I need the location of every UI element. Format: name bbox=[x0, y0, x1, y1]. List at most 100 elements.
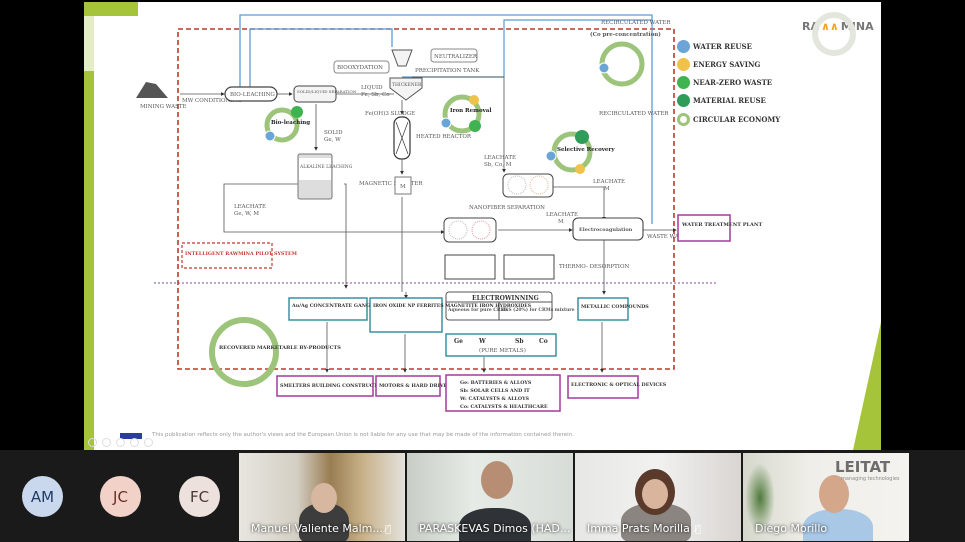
participant-name: Diego Morillo bbox=[755, 522, 828, 535]
eu-flag-icon bbox=[120, 433, 142, 439]
auag-concentrate-box bbox=[288, 297, 368, 321]
leachate-m-label-1: LEACHATE bbox=[593, 179, 625, 185]
participant-name: PARASKEVAS Dimos (HAD... bbox=[419, 522, 571, 535]
mw-conditioning-label: MW CONDITIONING bbox=[182, 98, 242, 104]
sludge-label: Fe(OH)3 SLUDGE bbox=[365, 110, 415, 117]
thermo-unit-left bbox=[444, 254, 496, 280]
liquid-metals-label: Fe, Sb, Co bbox=[361, 92, 390, 98]
selective-cycle-label: Selective Recovery bbox=[557, 147, 615, 153]
leitat-logo: LEITAT bbox=[835, 458, 891, 476]
video-tile-manuel[interactable]: Manuel Valiente Malm... 🎙̸ bbox=[239, 453, 405, 541]
leachate-m-label-2: LEACHATE bbox=[546, 212, 578, 218]
material-reuse-icon bbox=[677, 94, 690, 107]
pilot-system-box bbox=[181, 242, 273, 269]
bio-leaching-label: BIO-LEACHING bbox=[230, 92, 275, 98]
legend-label: NEAR-ZERO WASTE bbox=[693, 78, 773, 87]
avatar-initials: AM bbox=[30, 487, 55, 506]
use-ge: Ge: BATTERIES & ALLOYS bbox=[460, 380, 532, 386]
magnetic-splitter-label: MAGNETIC SPLITTER bbox=[359, 181, 423, 187]
slide-controls[interactable] bbox=[88, 438, 153, 447]
participant-name: Manuel Valiente Malm... bbox=[251, 522, 383, 535]
metallic-label: METALLIC COMPOUNDS bbox=[581, 304, 649, 310]
metal-sb: Sb bbox=[515, 338, 524, 345]
pilot-boundary bbox=[177, 28, 675, 370]
pure-metals-label: (PURE METALS) bbox=[479, 347, 526, 354]
liquid-label: LIQUID bbox=[361, 85, 383, 91]
use-sb: Sb: SOLAR CELLS AND IT bbox=[460, 388, 530, 394]
metallic-compounds-box bbox=[577, 297, 629, 321]
heated-reactor-label: HEATED REACTOR bbox=[416, 134, 472, 140]
pilot-system-label: INTELLIGENT RAWMINA PILOT SYSTEM bbox=[185, 251, 298, 257]
biooxydation-label: BIOOXYDATION bbox=[337, 65, 383, 71]
iron-cycle-label: Iron Removal bbox=[450, 108, 491, 114]
legend-label: CIRCULAR ECONOMY bbox=[693, 115, 781, 124]
more-icon[interactable] bbox=[144, 438, 153, 447]
mic-muted-icon: 🎙̸ bbox=[385, 524, 392, 535]
legend-material-reuse: MATERIAL REUSE bbox=[677, 94, 766, 107]
alkaline-leaching-label: ALKALINE LEACHING bbox=[299, 164, 353, 170]
participant-name: Imma Prats Morilla bbox=[587, 522, 690, 535]
recirc-water-label-2: RECIRCULATED WATER bbox=[599, 111, 669, 117]
metal-w: W bbox=[478, 338, 486, 345]
neutralizer-box bbox=[430, 48, 478, 63]
nanofiber-unit-top bbox=[502, 173, 554, 198]
thickener-icon bbox=[389, 77, 423, 101]
thermo-label: THERMO- DESORPTION bbox=[559, 264, 629, 270]
recirc-water-label: RECIRCULATED WATER bbox=[601, 20, 671, 26]
slide-accent-top bbox=[84, 2, 138, 16]
slide-accent-right bbox=[853, 322, 881, 450]
use-w: W: CATALYSTS & ALLOYS bbox=[459, 396, 530, 402]
solid-label: SOLID bbox=[324, 130, 343, 136]
neutralizer-label: NEUTRALIZER bbox=[434, 54, 478, 60]
pen-icon[interactable] bbox=[116, 438, 125, 447]
bio-leaching-box bbox=[224, 86, 278, 102]
recovered-label: RECOVERED MARKETABLE BY-PRODUCTS bbox=[219, 345, 341, 351]
nanofiber-unit-bottom bbox=[443, 217, 497, 243]
precipitation-tank-label: PRECIPITATION TANK bbox=[415, 68, 480, 74]
slide-accent-left bbox=[84, 71, 94, 450]
leachate-m-2b: M bbox=[558, 219, 564, 225]
leachate-gew-metals: Ge, W, M bbox=[234, 211, 259, 217]
legend-energy-saving: ENERGY SAVING bbox=[677, 58, 760, 71]
iron-removal-cycle: Iron Removal bbox=[440, 94, 491, 134]
legend-label: WATER REUSE bbox=[693, 42, 752, 51]
recirculation-line-outer bbox=[239, 14, 653, 224]
circular-ring-icon bbox=[677, 113, 690, 126]
legend-label: ENERGY SAVING bbox=[693, 60, 761, 69]
slide-accent-left-light bbox=[84, 16, 94, 71]
avatar-jc[interactable]: JC bbox=[100, 476, 141, 517]
video-tile-imma[interactable]: Imma Prats Morilla 🎙̸ bbox=[575, 453, 741, 541]
lightning-icon bbox=[677, 58, 690, 71]
disclaimer-text: This publication reflects only the autho… bbox=[152, 432, 574, 438]
thickener-label: THICKENER bbox=[392, 82, 422, 88]
leitat-tagline: managing technologies bbox=[841, 476, 900, 482]
precipitation-tank-icon bbox=[391, 49, 413, 67]
solid-liquid-separation-box bbox=[293, 85, 337, 103]
electrocoagulation-box bbox=[572, 217, 644, 241]
solid-liquid-label: SOLID/LIQUID SEPARATION bbox=[297, 89, 357, 94]
next-slide-icon[interactable] bbox=[102, 438, 111, 447]
smelters-label: SMELTERS BUILDING CONSTRUCTION bbox=[280, 383, 389, 389]
zoom-icon[interactable] bbox=[130, 438, 139, 447]
water-drop-icon bbox=[677, 40, 690, 53]
avatar-am[interactable]: AM bbox=[22, 476, 63, 517]
motors-box bbox=[375, 375, 441, 397]
nanofiber-label: NANOFIBER SEPARATION bbox=[469, 205, 545, 211]
video-tile-diego[interactable]: LEITAT managing technologies Diego Moril… bbox=[743, 453, 909, 541]
des-label: DES (20%) for CRMs mixture bbox=[501, 306, 575, 313]
legend-near-zero-waste: NEAR-ZERO WASTE bbox=[677, 76, 772, 89]
prev-slide-icon[interactable] bbox=[88, 438, 97, 447]
metal-ge: Ge bbox=[454, 338, 463, 345]
recycle-ring-icon bbox=[677, 76, 690, 89]
biooxydation-box bbox=[333, 60, 390, 74]
legend-circular-economy: CIRCULAR ECONOMY bbox=[677, 113, 780, 126]
recirculation-line-inner bbox=[249, 28, 393, 87]
motors-label: MOTORS & HARD DRIVE DEVICES bbox=[379, 383, 474, 389]
auag-label: Au/Ag CONCENTRATE GANGUE bbox=[291, 303, 378, 309]
leachate-m-1b: M bbox=[604, 186, 610, 192]
video-tile-paraskevas[interactable]: PARASKEVAS Dimos (HAD... bbox=[407, 453, 573, 541]
avatar-initials: JC bbox=[113, 487, 128, 506]
bio-leaching-cycle: Bio-leaching bbox=[264, 106, 310, 143]
avatar-fc[interactable]: FC bbox=[179, 476, 220, 517]
pure-metals-box bbox=[445, 333, 557, 357]
